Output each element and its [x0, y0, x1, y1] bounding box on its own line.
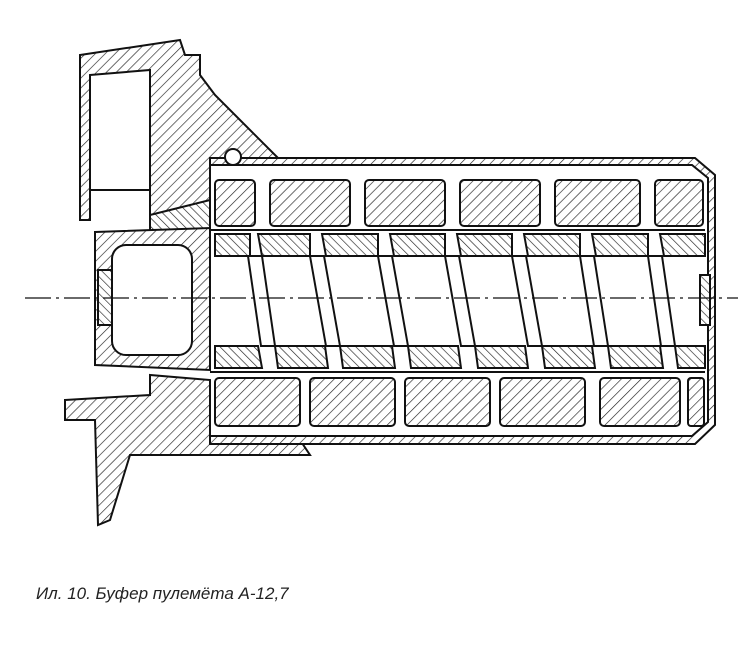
figure-caption: Ил. 10. Буфер пулемёта А-12,7 — [36, 584, 289, 603]
inner-spring — [214, 233, 706, 369]
buffer-cross-section-drawing — [25, 38, 738, 527]
lower-flange — [64, 373, 312, 527]
outer-spring-top — [214, 179, 704, 227]
piston-head — [94, 226, 211, 372]
upper-flange — [79, 38, 300, 236]
retaining-ring — [224, 148, 242, 166]
cylinder-housing — [209, 148, 716, 445]
outer-spring-bottom — [214, 377, 705, 427]
